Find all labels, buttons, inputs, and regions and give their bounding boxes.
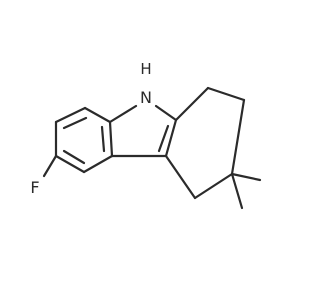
bond-c7a-c7 [83, 106, 112, 124]
bond-c4-c4b [164, 154, 197, 200]
fluorine-bond [42, 154, 58, 178]
bond-c8a-c4b-inner [157, 124, 170, 153]
pyrrole-ring [108, 104, 178, 158]
bond-c8a-c4b [164, 118, 178, 158]
nh-hydrogen-label: H [140, 60, 151, 78]
molecule-diagram: H N F [30, 60, 262, 210]
bond-c2-c3 [230, 98, 246, 176]
methyl-bond-2 [230, 172, 244, 210]
bond-c1-c2 [206, 86, 246, 102]
fluorine-label: F [30, 178, 39, 197]
benzene-ring [54, 106, 114, 174]
bond-c8a-c1 [174, 86, 210, 122]
bond-c4a-c7a-inner [100, 125, 106, 153]
cyclohexene-ring [164, 86, 246, 200]
structure-canvas: H N F [30, 60, 262, 210]
bond-c4a-c7a [108, 120, 114, 158]
bond-c7a-n [108, 104, 138, 124]
bond-c5-c4 [54, 154, 86, 174]
bond-c5-c4-inner [62, 149, 86, 165]
bond-c4-c4a [82, 154, 114, 174]
bond-c7-c6 [54, 106, 87, 124]
nitrogen-label: N [140, 88, 152, 107]
bond-n-c8a [154, 104, 178, 122]
methyl-bond-1 [230, 172, 262, 182]
bond-c3-c4 [193, 172, 234, 200]
gem-dimethyl [230, 172, 262, 210]
bond-c7-c6-inner [62, 116, 88, 130]
